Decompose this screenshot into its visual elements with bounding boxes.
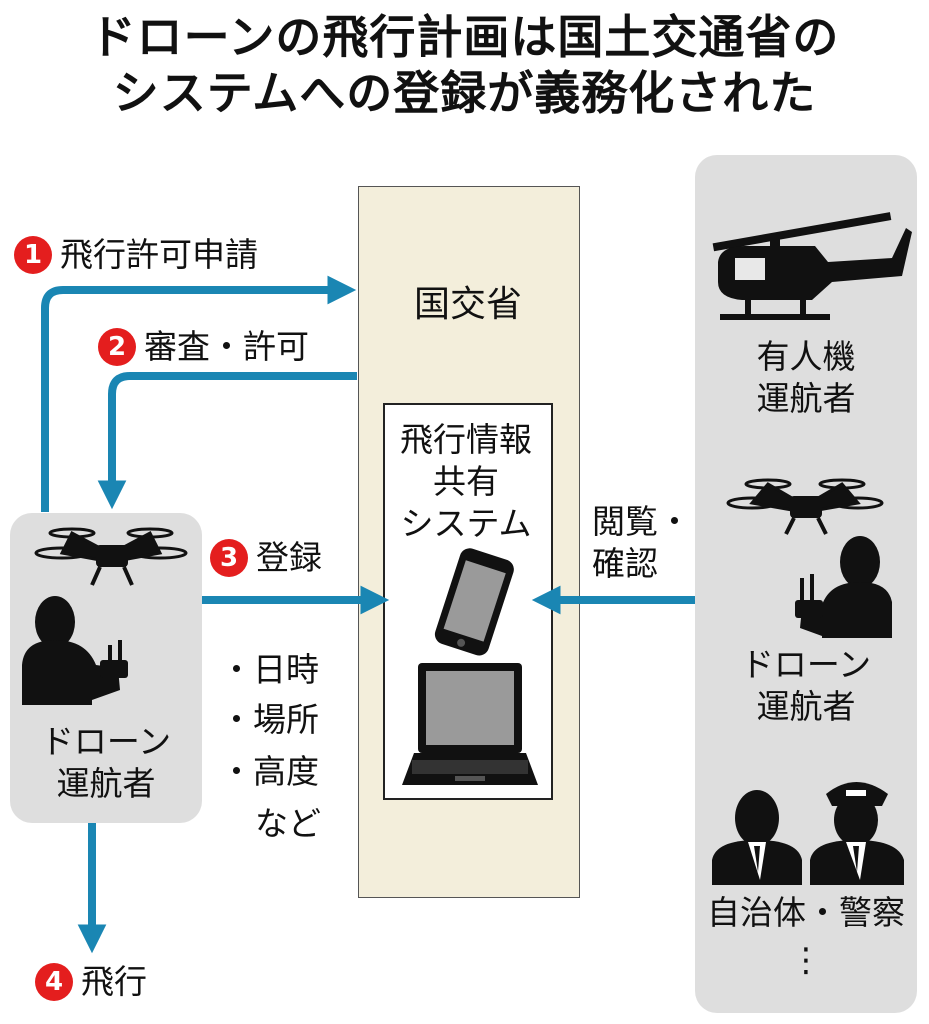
arrow-apply [41,275,357,512]
pilot-icon-right [795,536,892,638]
title-line-1: ドローンの飛行計画は国土交通省の [89,10,840,64]
arrow-approve [97,372,357,510]
step-3-badge: 3 [210,539,248,577]
drone-icon-right [726,478,884,535]
operator-label-2: 運航者 [56,764,156,803]
step-3-label: 登録 [256,538,322,577]
drone-operator-label-1: ドローン [740,645,872,684]
register-item: ・日時 [220,650,319,689]
step-3: 3 登録 [210,538,322,578]
ministry-label: 国交省 [413,284,522,325]
system-label-1: 飛行情報 [400,420,532,459]
pilot-icon-left [22,596,128,705]
step-2: 2 審査・許可 [98,327,309,367]
register-item: ・場所 [220,700,319,739]
step-2-badge: 2 [98,328,136,366]
register-item: ・高度 [220,752,319,791]
step-4: 4 飛行 [35,962,147,1002]
title-line-2: システムへの登録が義務化された [112,66,817,120]
step-4-label: 飛行 [81,962,147,1001]
view-label-2: 確認 [592,544,658,583]
step-1-label: 飛行許可申請 [60,235,258,274]
system-label-2: 共有 [433,462,499,501]
manned-label-1: 有人機 [756,337,856,376]
system-label-3: システム [400,504,532,543]
view-label-1: 閲覧・ [592,502,691,541]
manned-label-2: 運航者 [756,379,856,418]
drone-icon-left [34,527,188,586]
register-item: など [255,804,321,843]
operator-label-1: ドローン [40,722,172,761]
helicopter-icon [712,212,912,320]
step-1: 1 飛行許可申請 [14,235,258,275]
smartphone-icon [434,548,514,656]
drone-operator-label-2: 運航者 [756,687,856,726]
more-ellipsis: ⋮ [789,940,823,979]
official-icon [712,790,802,885]
government-police-label: 自治体・警察 [707,893,905,932]
step-4-badge: 4 [35,963,73,1001]
police-icon [810,782,904,885]
step-2-label: 審査・許可 [144,327,309,366]
step-1-badge: 1 [14,236,52,274]
laptop-icon [402,663,538,785]
